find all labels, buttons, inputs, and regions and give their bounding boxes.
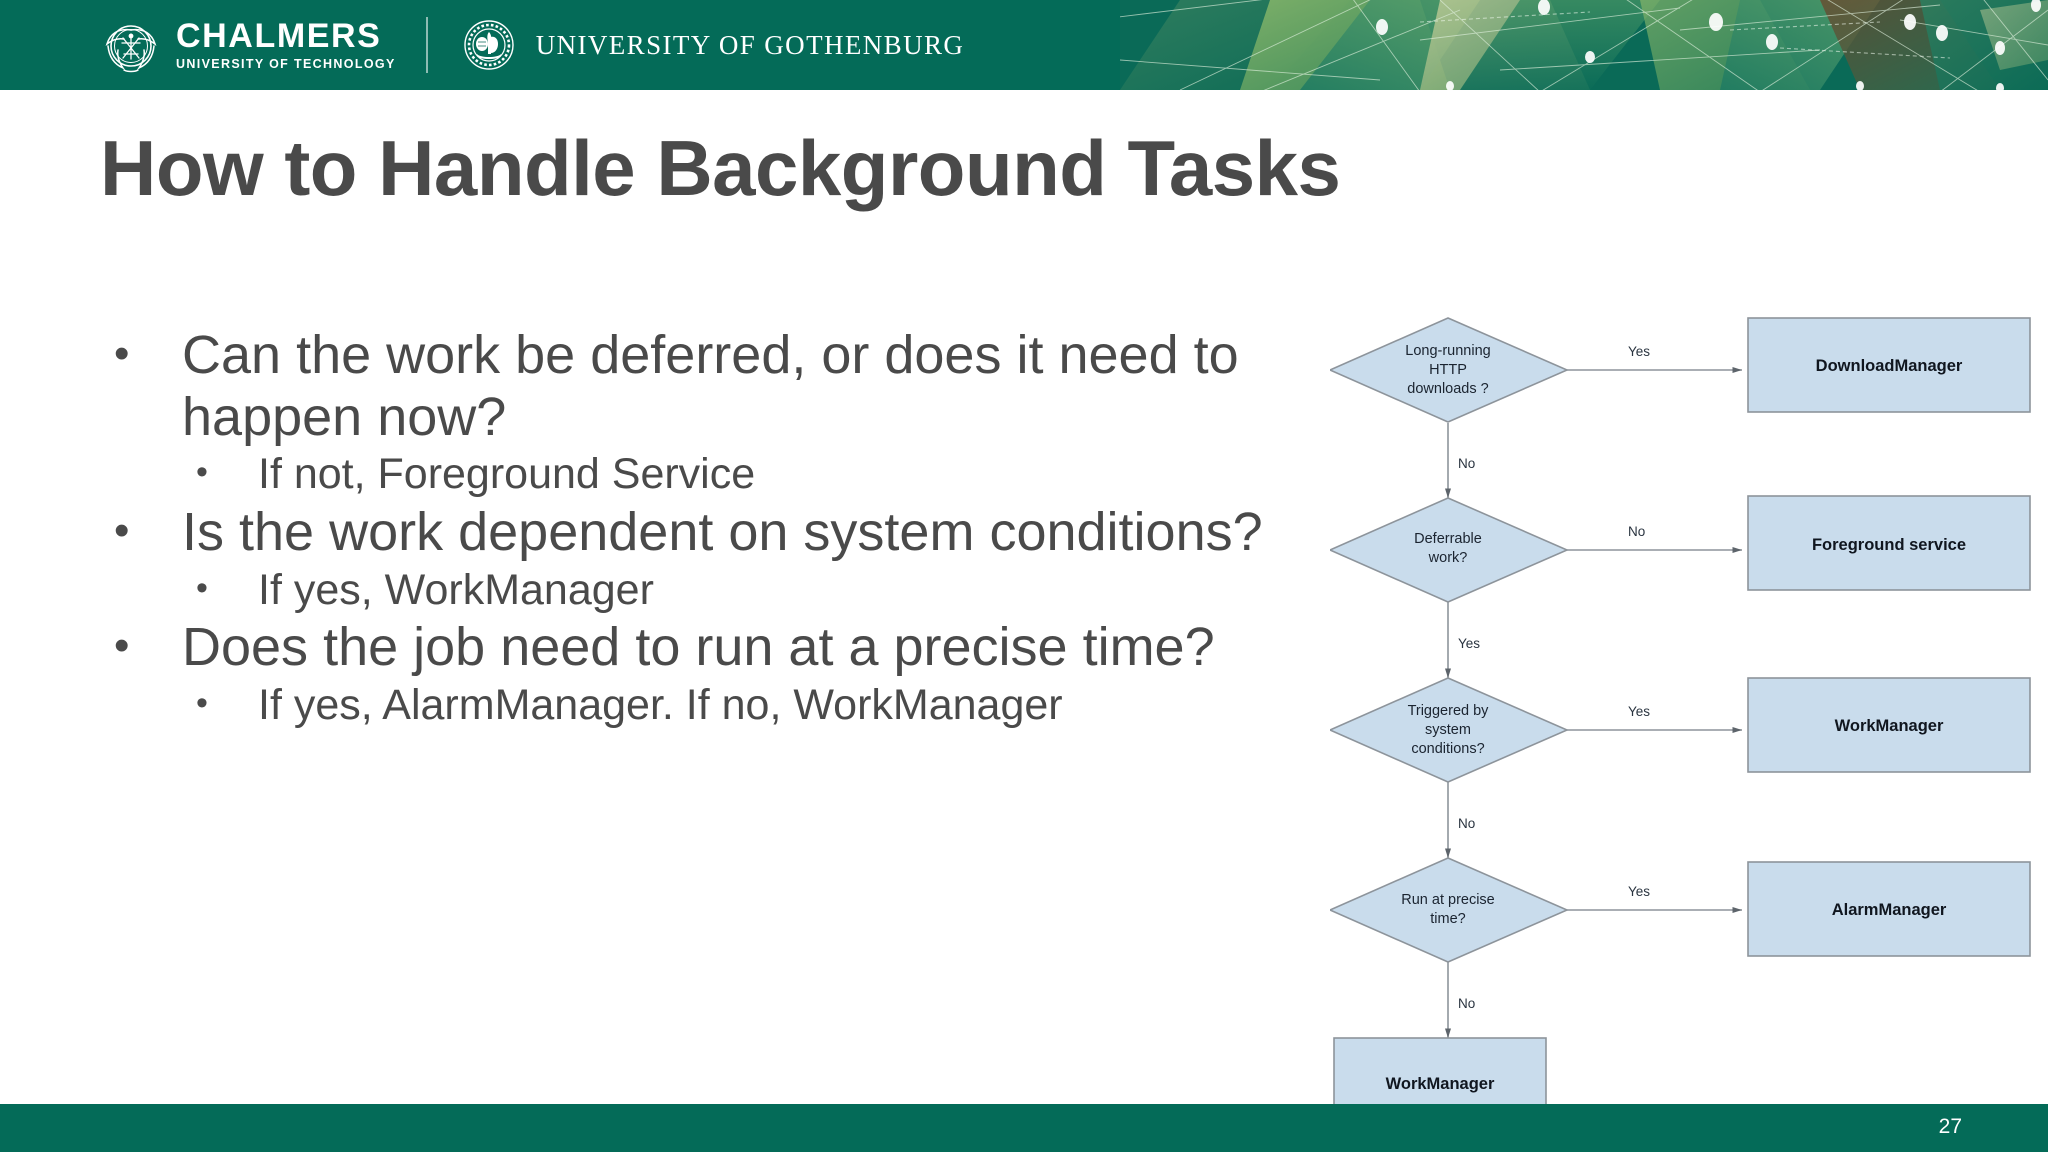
bullet-text: Is the work dependent on system conditio… [182, 501, 1263, 562]
bullet-marker-icon: • [114, 329, 130, 378]
terminal-label: DownloadManager [1816, 357, 1963, 375]
terminal-label: WorkManager [1835, 717, 1944, 735]
decision-label: work? [1428, 550, 1468, 566]
bullet-marker-icon: • [196, 453, 208, 492]
terminal-node [1333, 1037, 1547, 1105]
terminal-label: AlarmManager [1832, 901, 1947, 919]
decision-label: system [1425, 722, 1471, 738]
gothenburg-wordmark: UNIVERSITY OF GOTHENBURG [535, 29, 965, 60]
logo-divider [425, 17, 428, 73]
bullet-item: • If not, Foreground Service [100, 450, 1280, 500]
university-logos: CHALMERS UNIVERSITY OF TECHNOLOGY [100, 8, 964, 82]
bullet-text: Does the job need to run at a precise ti… [182, 617, 1215, 678]
edge-label: Yes [1628, 704, 1650, 719]
decision-label: Triggered by [1408, 703, 1490, 719]
bullet-item: • If yes, WorkManager [100, 566, 1280, 616]
bullet-marker-icon: • [114, 621, 130, 671]
bullet-marker-icon: • [114, 505, 130, 555]
terminal-node [1747, 677, 2031, 773]
decision-label: downloads ? [1407, 381, 1488, 397]
background-task-decision-flowchart: Long-running HTTP downloads ? Deferrable… [1330, 290, 2048, 1105]
slide-header: CHALMERS UNIVERSITY OF TECHNOLOGY [0, 0, 2048, 90]
bullet-item: • Can the work be deferred, or does it n… [100, 325, 1280, 448]
decision-label: HTTP [1429, 362, 1467, 378]
terminal-node [1747, 495, 2031, 591]
edge-label: No [1458, 996, 1475, 1011]
decision-node [1330, 497, 1569, 603]
bullet-item: • Is the work dependent on system condit… [100, 502, 1280, 564]
edge-label: No [1628, 524, 1645, 539]
chalmers-tagline: UNIVERSITY OF TECHNOLOGY [176, 57, 396, 72]
edge-label: No [1458, 456, 1475, 471]
decision-label: conditions? [1411, 741, 1484, 757]
decision-node [1330, 317, 1569, 423]
chalmers-seal-icon [100, 14, 162, 76]
decision-label: Deferrable [1414, 531, 1482, 547]
bullet-text: Can the work be deferred, or does it nee… [182, 325, 1239, 447]
bullet-text: If not, Foreground Service [258, 450, 756, 499]
header-decorative-graphic [1120, 0, 2048, 90]
slide-footer: 27 [0, 1104, 2048, 1152]
page-number: 27 [1938, 1115, 1962, 1138]
decision-label: Long-running [1405, 343, 1490, 359]
terminal-node [1747, 861, 2031, 957]
gothenburg-seal-icon [458, 14, 520, 76]
decision-node [1330, 857, 1569, 963]
bullet-list: • Can the work be deferred, or does it n… [100, 325, 1280, 733]
bullet-item: • If yes, AlarmManager. If no, WorkManag… [100, 681, 1280, 731]
page-title: How to Handle Background Tasks [100, 124, 1341, 212]
terminal-label: WorkManager [1386, 1075, 1495, 1093]
bullet-item: • Does the job need to run at a precise … [100, 617, 1280, 679]
bullet-marker-icon: • [196, 568, 208, 607]
terminal-node [1747, 317, 2031, 413]
chalmers-wordmark: CHALMERS UNIVERSITY OF TECHNOLOGY [176, 19, 396, 71]
bullet-text: If yes, WorkManager [258, 565, 654, 614]
bullet-text: If yes, AlarmManager. If no, WorkManager [258, 680, 1063, 729]
chalmers-name: CHALMERS [176, 17, 382, 56]
edge-label: Yes [1628, 344, 1650, 359]
terminal-label: Foreground service [1812, 536, 1966, 554]
bullet-marker-icon: • [196, 683, 208, 722]
edge-label: Yes [1628, 884, 1650, 899]
edge-label: No [1458, 816, 1475, 831]
decision-label: Run at precise [1401, 892, 1495, 908]
edge-label: Yes [1458, 636, 1480, 651]
decision-label: time? [1430, 911, 1465, 927]
decision-node [1330, 677, 1569, 783]
